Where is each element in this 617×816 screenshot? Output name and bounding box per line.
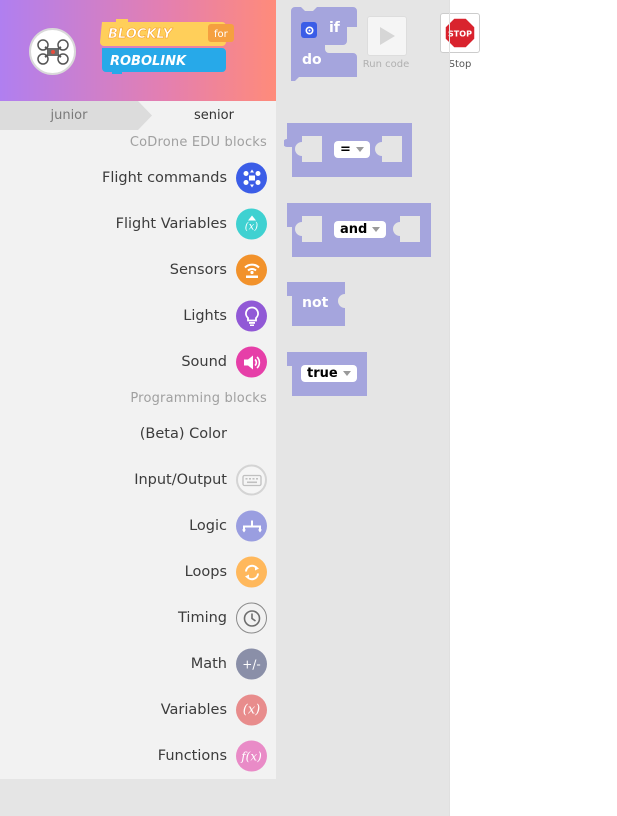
svg-text:BLOCKLY: BLOCKLY [108,27,174,42]
category-label: Lights [183,308,227,324]
do-label: do [302,52,322,68]
category-sound[interactable]: Sound [0,342,276,382]
category-beta-color[interactable]: (Beta) Color [0,414,276,454]
if-do-block[interactable]: if do [291,7,363,97]
loop-icon [236,556,267,588]
run-code-label: Run code [362,59,410,70]
svg-text:for: for [214,29,229,40]
category-math[interactable]: Math +/- [0,644,276,684]
stop-sign-icon: STOP [440,13,480,53]
category-flight-variables[interactable]: Flight Variables (x) [0,204,276,244]
compare-operator-dropdown[interactable]: = [334,141,370,158]
function-icon-text: f(x) [241,749,262,763]
section-programming-blocks: Programming blocks [130,391,267,406]
logic-operator-dropdown[interactable]: and [334,221,387,238]
blockly-robolink-logo: BLOCKLY for ROBOLINK [100,19,234,74]
stop-sign-text: STOP [448,30,472,39]
not-label: not [302,295,329,311]
flight-variable-icon: (x) [236,208,267,240]
stop-label: Stop [448,59,472,70]
compare-operator-value: = [340,142,351,157]
category-logic[interactable]: Logic [0,506,276,546]
category-label: Input/Output [134,472,227,488]
not-block[interactable]: not [284,280,348,328]
stop-button[interactable]: STOP Stop [436,12,484,72]
variable-icon: (x) [236,694,267,726]
gear-icon[interactable] [301,22,317,38]
boolean-dropdown[interactable]: true [301,365,357,382]
run-code-button[interactable]: Run code [361,14,411,72]
category-loops[interactable]: Loops [0,552,276,592]
speaker-icon [236,346,267,378]
category-label: Sensors [169,262,227,278]
avatar[interactable] [29,28,76,75]
category-functions[interactable]: Functions f(x) [0,736,276,776]
category-label: Timing [178,610,227,626]
tab-junior-label: junior [50,108,88,123]
if-label: if [329,20,340,36]
tab-senior-label: senior [194,108,234,123]
workspace-divider [449,0,450,816]
svg-text:ROBOLINK: ROBOLINK [110,54,187,69]
chevron-down-icon [372,227,381,232]
math-icon-text: +/- [242,657,261,671]
drone-logo-icon [36,38,69,65]
section-codrone-blocks: CoDrone EDU blocks [129,135,267,150]
logic-operation-block[interactable]: and [284,200,432,258]
chevron-down-icon [342,371,351,376]
category-label: Variables [160,702,227,718]
category-label: Sound [181,354,227,370]
category-label: Flight commands [101,170,227,186]
tab-junior[interactable]: junior [0,101,152,130]
header-banner: BLOCKLY for ROBOLINK [0,0,276,101]
chevron-down-icon [355,147,364,152]
sensor-icon [236,254,267,286]
level-tabs: junior senior [0,101,276,130]
keyboard-icon [236,464,267,496]
block-flyout: if do = and [276,0,449,779]
category-sensors[interactable]: Sensors [0,250,276,290]
lightbulb-icon [236,300,267,332]
math-icon: +/- [236,648,267,680]
compare-block[interactable]: = [284,120,414,178]
play-icon [367,16,407,56]
variable-icon-text: (x) [242,702,261,718]
function-icon: f(x) [236,740,267,772]
boolean-value: true [307,366,338,381]
tab-senior[interactable]: senior [152,101,276,130]
category-label: Logic [189,518,227,534]
drone-icon [236,162,267,194]
category-label: (Beta) Color [139,426,227,442]
category-label: Functions [157,748,227,764]
category-variables[interactable]: Variables (x) [0,690,276,730]
boolean-block[interactable]: true [284,350,368,398]
clock-icon [236,602,267,634]
flight-variable-icon-text: (x) [244,221,259,233]
category-timing[interactable]: Timing [0,598,276,638]
logic-icon [236,510,267,542]
category-lights[interactable]: Lights [0,296,276,336]
category-input-output[interactable]: Input/Output [0,460,276,500]
toolbox-sidebar: BLOCKLY for ROBOLINK junior senior CoDro… [0,0,276,779]
sidebar-footer [0,779,449,816]
logic-operator-value: and [340,222,368,237]
category-label: Flight Variables [115,216,227,232]
category-label: Math [190,656,227,672]
category-flight-commands[interactable]: Flight commands [0,158,276,198]
category-label: Loops [184,564,227,580]
